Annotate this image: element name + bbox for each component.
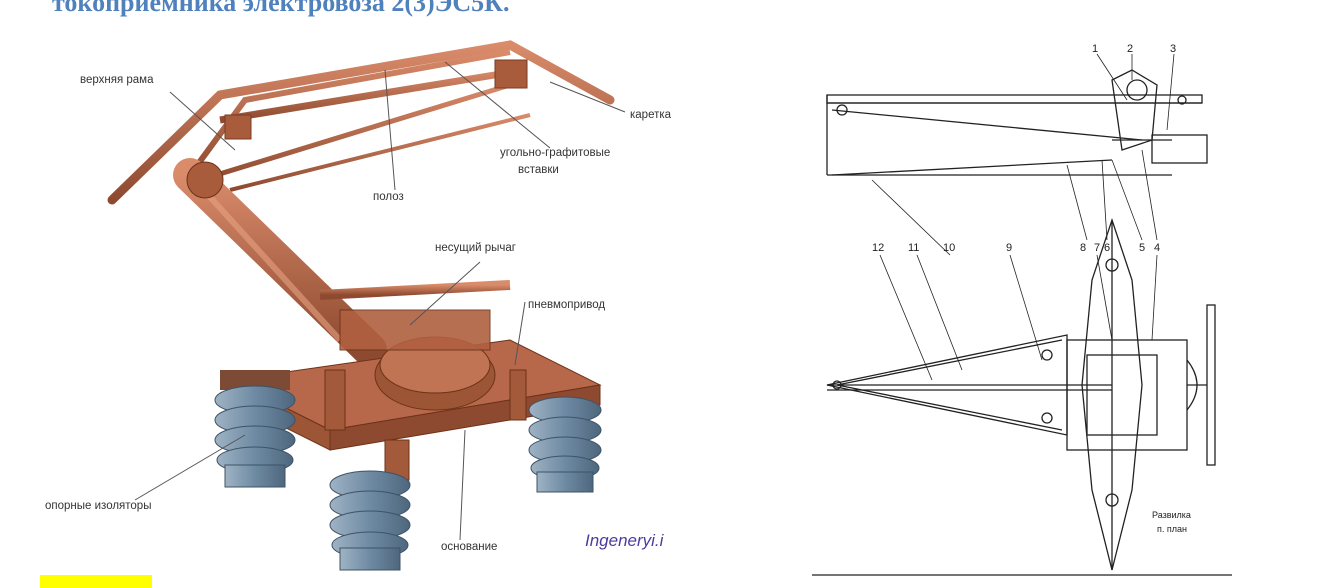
note-fork: Развилка <box>1152 510 1191 520</box>
pantograph-illustration: верхняя рама каретка угольно-графитовые … <box>45 40 672 571</box>
callout-12: 12 <box>872 242 884 254</box>
label-upper-frame: верхняя рама <box>80 74 154 86</box>
label-graphite-inserts-line2: вставки <box>518 164 559 176</box>
callout-3: 3 <box>1170 43 1176 55</box>
callout-2: 2 <box>1127 43 1133 55</box>
pantograph-drawing: 1 2 3 4 5 6 7 8 9 10 11 12 Развилка п. п… <box>812 43 1232 576</box>
note-plan: п. план <box>1157 524 1187 534</box>
callout-10: 10 <box>943 242 955 254</box>
label-skid: полоз <box>373 191 404 203</box>
highlight-mark <box>40 575 152 588</box>
callout-5: 5 <box>1139 242 1145 254</box>
plan-view <box>812 217 1232 576</box>
label-support-insulators: опорные изоляторы <box>45 500 151 512</box>
insulator-left <box>214 370 296 488</box>
callout-4: 4 <box>1154 242 1160 254</box>
callout-7: 7 <box>1094 242 1100 254</box>
label-carrying-lever: несущий рычаг <box>435 242 516 254</box>
label-carriage: каретка <box>630 109 672 121</box>
label-pneumatic-drive: пневмопривод <box>528 299 605 311</box>
label-graphite-inserts-line1: угольно-графитовые <box>500 147 610 159</box>
callout-11: 11 <box>908 242 919 254</box>
callout-8: 8 <box>1080 242 1086 254</box>
drawing-leaders <box>871 53 1175 381</box>
label-base: основание <box>441 541 497 553</box>
insulator-front <box>329 470 411 571</box>
upper-frame <box>107 40 615 205</box>
base-frame <box>228 309 602 481</box>
side-view <box>826 69 1208 176</box>
watermark: Ingeneryi.i <box>585 531 665 550</box>
insulator-right <box>528 396 602 493</box>
callout-9: 9 <box>1006 242 1012 254</box>
callout-1: 1 <box>1092 43 1098 55</box>
callout-6: 6 <box>1104 242 1110 254</box>
page-heading: токоприемника электровоза 2(3)ЭС5К. <box>52 0 510 17</box>
leader-lines <box>134 61 626 541</box>
